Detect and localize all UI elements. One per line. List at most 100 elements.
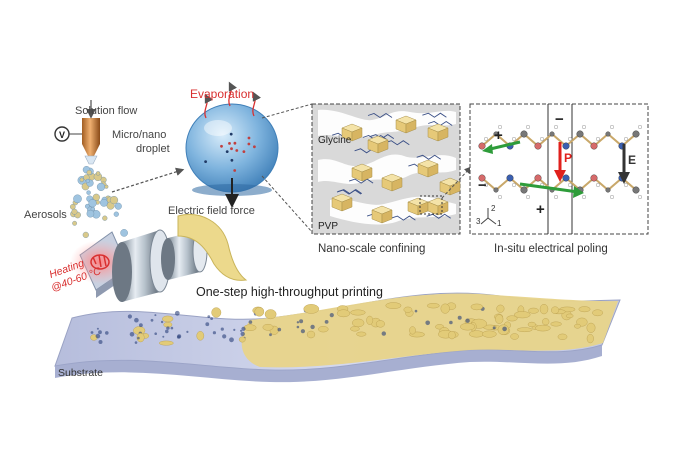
glycine-crystal [351, 163, 373, 182]
film-molecule [241, 326, 246, 331]
film-flake [578, 306, 591, 313]
atom [632, 186, 640, 194]
droplet-molecule [220, 144, 223, 148]
glycine-crystal [407, 197, 429, 216]
film-flake [350, 309, 366, 316]
atom [478, 174, 486, 182]
hydrogen-atom [610, 194, 615, 199]
atom [478, 142, 486, 150]
glycine-crystal [395, 115, 417, 134]
film-flake [306, 330, 316, 339]
aerosol-droplet [73, 194, 82, 204]
film-molecule [449, 320, 453, 325]
aerosol-droplet [113, 211, 119, 217]
hydrogen-atom [554, 124, 559, 129]
film-molecule [222, 334, 227, 339]
axis-3-label: 3 [476, 217, 481, 226]
film-molecule [277, 327, 282, 332]
droplet-molecule [230, 147, 233, 151]
film-molecule [240, 329, 243, 332]
film-molecule [425, 320, 431, 326]
film-flake [528, 307, 539, 314]
hydrogen-atom [554, 194, 559, 199]
film-molecule [95, 333, 101, 339]
atom [506, 174, 514, 182]
film-flake [336, 309, 351, 318]
aerosol-droplets [70, 165, 128, 239]
film-flake [366, 315, 374, 325]
field-symbol: E [628, 153, 636, 167]
film-flake [264, 309, 277, 320]
glycine-crystal [381, 173, 403, 192]
film-molecule [160, 320, 164, 324]
pvp-chain [337, 189, 363, 195]
film-molecule [170, 326, 174, 330]
film-flake [403, 306, 413, 313]
hydrogen-atom [624, 182, 629, 187]
roller-cylinder-large [112, 229, 171, 302]
film-molecule [90, 331, 94, 334]
film-flake [514, 311, 531, 319]
axis-1-label: 1 [497, 219, 502, 228]
hydrogen-atom [484, 136, 489, 141]
film-molecule [166, 326, 170, 330]
film-flake [539, 304, 549, 315]
film-flake [496, 304, 505, 313]
heating-coil-icon [90, 254, 110, 270]
one-step-printing-label: One-step high-throughput printing [196, 285, 383, 299]
pvp-chain [422, 112, 447, 118]
atom [493, 187, 499, 193]
minus-sign-lower: − [478, 177, 487, 194]
hydrogen-atom [596, 136, 601, 141]
hydrogen-atom [498, 194, 503, 199]
in-situ-poling-caption: In-situ electrical poling [494, 243, 608, 255]
film-flake [550, 321, 562, 327]
droplet-molecule [247, 142, 251, 146]
pvp-chain [385, 140, 410, 146]
film-flake [426, 303, 440, 309]
film-molecule [186, 330, 189, 333]
film-molecule [127, 314, 132, 319]
film-molecule [324, 320, 329, 324]
atom [632, 130, 640, 138]
glycine-crystals [331, 115, 461, 224]
film-flake [211, 307, 222, 318]
film-molecule [134, 317, 139, 323]
aerosol-droplet [82, 231, 89, 239]
hydrogen-atom [512, 136, 517, 141]
film-molecule [502, 326, 507, 332]
hydrogen-atom [568, 136, 573, 141]
film-molecule [212, 331, 216, 335]
film-flake [469, 330, 485, 338]
atom [549, 131, 555, 137]
pvp-label: PVP [318, 221, 338, 232]
film-flake [495, 314, 504, 324]
film-flake [557, 333, 568, 340]
hydrogen-atom [540, 136, 545, 141]
voltage-source-icon: V [54, 126, 82, 142]
film-molecule [154, 332, 157, 336]
film-flake [158, 340, 174, 346]
atom [605, 131, 611, 137]
film-molecule [98, 330, 102, 335]
substrate-label: Substrate [58, 367, 103, 379]
nano-confining-panel: Glycine PVP [311, 103, 461, 235]
aerosol-droplet [88, 199, 97, 208]
film-flake [460, 323, 476, 331]
film-flake [303, 304, 320, 314]
droplet-molecule [233, 169, 237, 172]
solution-flow-label: Solution flow [75, 105, 137, 117]
aerosol-droplet [102, 215, 108, 221]
film-flake [481, 330, 497, 338]
film-flake [586, 334, 594, 344]
film-molecule [129, 332, 135, 337]
glycine-crystal [367, 135, 389, 154]
droplet-molecule [229, 132, 233, 136]
aerosol-droplet [95, 171, 101, 176]
polarization-symbol: P [564, 151, 572, 165]
film-molecule [229, 337, 234, 343]
minus-sign-upper: − [555, 111, 564, 128]
film-molecule [96, 327, 99, 330]
aerosol-droplet [92, 193, 100, 201]
film-molecule [105, 331, 109, 335]
